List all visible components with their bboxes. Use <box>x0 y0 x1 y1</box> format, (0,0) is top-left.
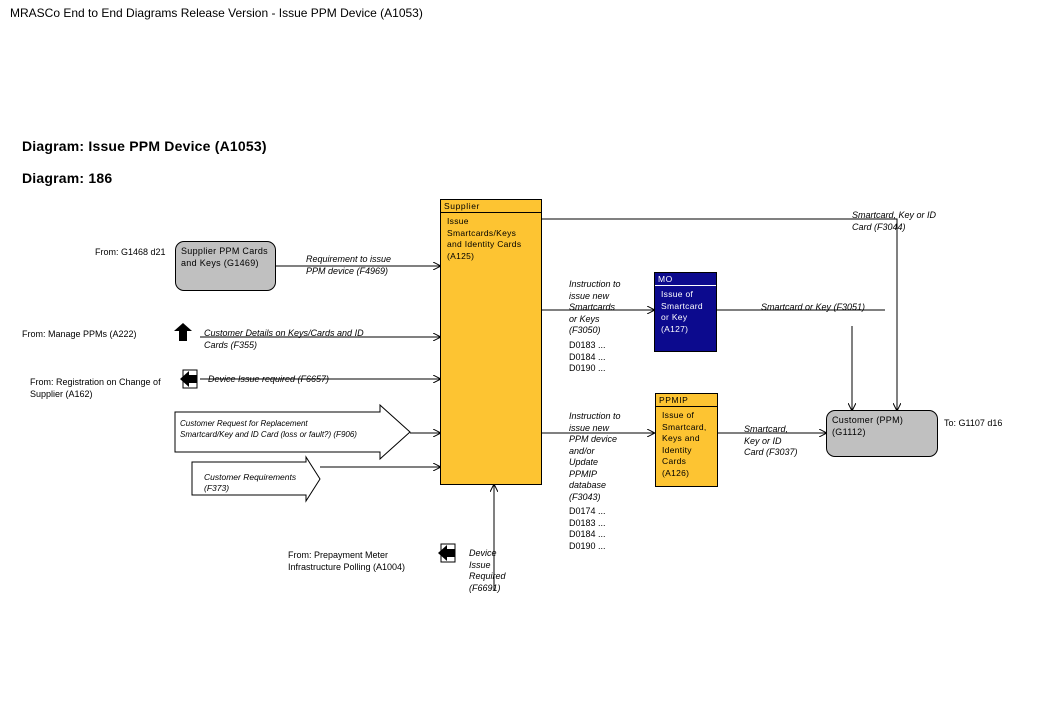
ppmip-body: Issue of Smartcard, Keys and Identity Ca… <box>662 410 707 478</box>
flow-refs-f3043: D0174 ... D0183 ... D0184 ... D0190 ... <box>569 506 606 551</box>
diagram-number: Diagram: 186 <box>22 170 113 186</box>
page-title: MRASCo End to End Diagrams Release Versi… <box>10 6 423 20</box>
supplier-ppm-cards-box[interactable]: Supplier PPM Cards and Keys (G1469) <box>175 241 276 291</box>
mo-process-box[interactable]: MO Issue of Smartcard or Key (A127) <box>654 272 717 352</box>
flow-label-f6691: Device Issue Required (F6691) <box>469 548 506 593</box>
f373-arrow-shape <box>191 455 321 503</box>
left-arrow-icon-prepayment <box>438 543 456 563</box>
flow-label-f3037: Smartcard, Key or ID Card (F3037) <box>744 424 798 457</box>
source-manage-ppms: From: Manage PPMs (A222) <box>22 329 137 339</box>
supplier-process-box[interactable]: Supplier Issue Smartcards/Keys and Ident… <box>440 199 542 485</box>
flow-label-f6657: Device Issue required (F6657) <box>208 374 330 384</box>
ppmip-process-box[interactable]: PPMIP Issue of Smartcard, Keys and Ident… <box>655 393 718 487</box>
up-arrow-icon <box>174 323 192 341</box>
flow-label-f3043: Instruction to issue new PPM device and/… <box>569 411 621 502</box>
flow-refs-f3050: D0183 ... D0184 ... D0190 ... <box>569 340 606 373</box>
flow-label-f355: Customer Details on Keys/Cards and ID Ca… <box>204 328 364 350</box>
source-g1468: From: G1468 d21 <box>95 247 166 257</box>
left-arrow-icon <box>180 369 198 389</box>
flow-label-f3044: Smartcard, Key or ID Card (F3044) <box>852 210 937 232</box>
flow-label-f906: Customer Request for Replacement Smartca… <box>180 419 357 439</box>
source-registration: From: Registration on Change of Supplier… <box>30 377 161 399</box>
diagram-title: Diagram: Issue PPM Device (A1053) <box>22 138 267 154</box>
supplier-header: Supplier <box>441 200 541 213</box>
mo-body: Issue of Smartcard or Key (A127) <box>661 289 703 334</box>
flow-label-f4969: Requirement to issue PPM device (F4969) <box>306 254 392 276</box>
f906-arrow-shape <box>174 403 411 461</box>
ppmip-header: PPMIP <box>656 394 717 407</box>
supplier-body: Issue Smartcards/Keys and Identity Cards… <box>447 216 522 261</box>
flow-label-f3051: Smartcard or Key (F3051) <box>761 302 866 312</box>
source-prepayment: From: Prepayment Meter Infrastructure Po… <box>288 550 406 572</box>
destination-g1107: To: G1107 d16 <box>944 418 1003 428</box>
flow-label-f3050: Instruction to issue new Smartcards or K… <box>569 279 621 335</box>
customer-ppm-box[interactable]: Customer (PPM) (G1112) <box>826 410 938 457</box>
flow-label-f373: Customer Requirements (F373) <box>204 472 297 493</box>
flow-line-f3044 <box>542 218 897 410</box>
mo-header: MO <box>655 273 716 286</box>
